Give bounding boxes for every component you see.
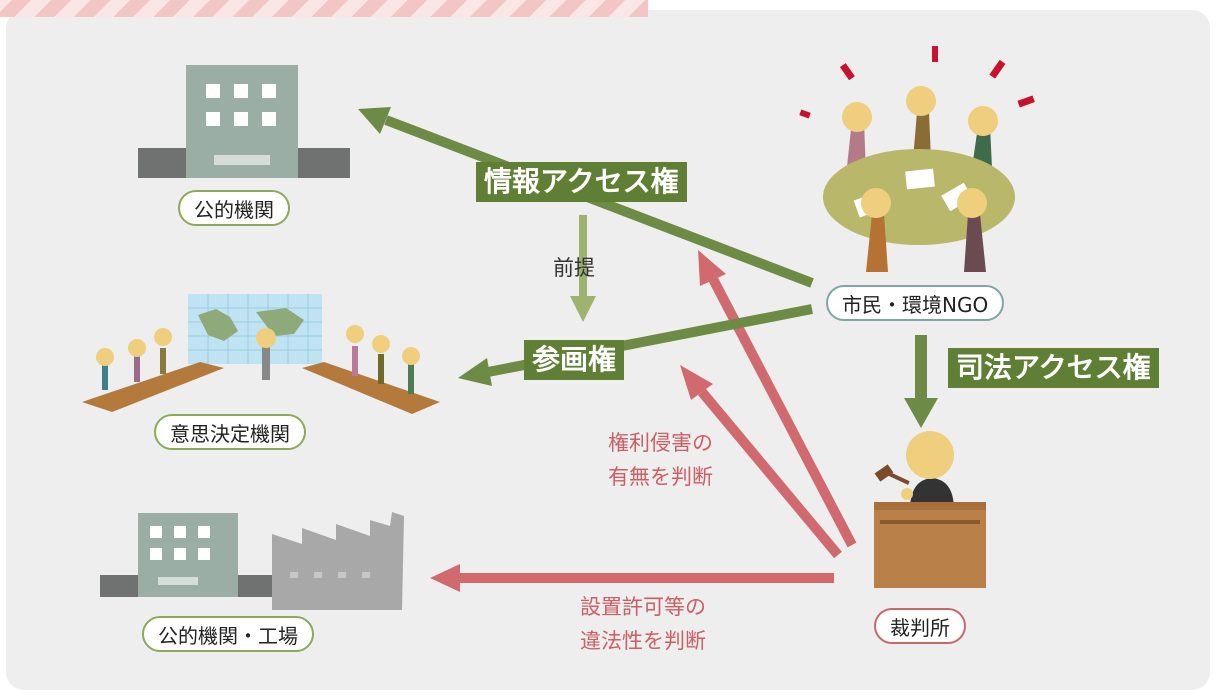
label-judge-legality-line2: 違法性を判断 [580, 629, 706, 653]
agency-factory-icon [100, 512, 404, 610]
label-judge-infringe-line2: 有無を判断 [608, 465, 713, 489]
public-agency-building-icon [138, 65, 350, 178]
green-arrow-premise [570, 215, 596, 322]
decision-body-icon [82, 294, 440, 414]
green-arrow-justice-access [904, 335, 938, 428]
node-decision-body: 意思決定機関 [154, 414, 306, 450]
tag-justice-access: 司法アクセス権 [948, 348, 1159, 388]
node-court: 裁判所 [874, 608, 966, 644]
tag-participation: 参画権 [524, 340, 625, 380]
node-public-agency: 公的機関 [178, 190, 290, 226]
node-citizens: 市民・環境NGO [826, 285, 1005, 321]
court-judge-icon [874, 431, 986, 588]
node-agency-factory: 公的機関・工場 [142, 616, 314, 652]
decorative-stripe [0, 0, 648, 17]
red-arrow-legality [430, 564, 834, 592]
tag-info-access: 情報アクセス権 [476, 162, 687, 202]
label-judge-infringe-line1: 権利侵害の [608, 431, 713, 455]
red-arrow-infringement-2 [680, 365, 842, 559]
citizens-group-icon [799, 46, 1035, 272]
label-judge-legality-line1: 設置許可等の [580, 595, 706, 619]
label-premise: 前提 [553, 256, 595, 280]
